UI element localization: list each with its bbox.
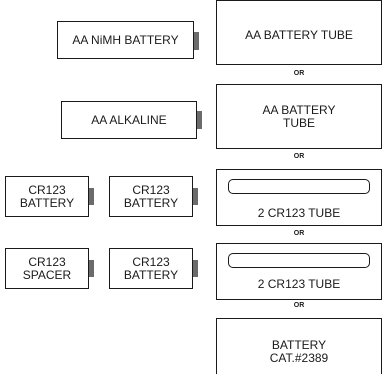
cr123-spacer-label: CR123 SPACER xyxy=(22,254,72,282)
or-separator: OR xyxy=(293,153,305,160)
battery-terminal-icon xyxy=(89,260,94,277)
cr123-battery-3-label: CR123 BATTERY xyxy=(123,254,179,282)
aa-alkaline-battery: AA ALKALINE xyxy=(61,101,197,139)
cr123-battery-2: CR123 BATTERY xyxy=(109,176,193,217)
aa-battery-tube-2: AA BATTERY TUBE xyxy=(216,84,382,149)
battery-terminal-icon xyxy=(197,111,202,129)
or-separator: OR xyxy=(293,302,305,309)
aa-alkaline-label: AA ALKALINE xyxy=(91,112,167,127)
aa-nimh-battery-label: AA NiMH BATTERY xyxy=(72,32,179,47)
battery-terminal-icon xyxy=(89,188,94,205)
cr123-battery-1-label: CR123 BATTERY xyxy=(19,182,75,210)
cr123-battery-2-label: CR123 BATTERY xyxy=(123,182,179,210)
battery-terminal-icon xyxy=(193,260,198,277)
cr123-tube-1-label: 2 CR123 TUBE xyxy=(257,206,341,220)
battery-pack: BATTERY CAT.#2389 xyxy=(216,318,382,374)
aa-nimh-battery: AA NiMH BATTERY xyxy=(57,21,194,59)
aa-battery-tube-1-label: AA BATTERY TUBE xyxy=(245,28,353,42)
cr123-tube-2: 2 CR123 TUBE xyxy=(216,243,382,300)
cr123-battery-1: CR123 BATTERY xyxy=(5,176,89,217)
cr123-tube-1: 2 CR123 TUBE xyxy=(216,169,382,226)
or-separator: OR xyxy=(293,230,305,237)
cr123-tube-2-label: 2 CR123 TUBE xyxy=(257,277,341,291)
or-separator: OR xyxy=(293,70,305,77)
battery-terminal-icon xyxy=(193,188,198,205)
aa-battery-tube-2-label: AA BATTERY TUBE xyxy=(262,102,336,130)
tube-slot xyxy=(228,253,370,268)
aa-battery-tube-1: AA BATTERY TUBE xyxy=(216,0,382,65)
cr123-spacer: CR123 SPACER xyxy=(5,248,89,289)
tube-slot xyxy=(228,179,370,194)
cr123-battery-3: CR123 BATTERY xyxy=(109,248,193,289)
battery-pack-label: BATTERY CAT.#2389 xyxy=(269,338,329,365)
battery-terminal-icon xyxy=(194,32,199,50)
